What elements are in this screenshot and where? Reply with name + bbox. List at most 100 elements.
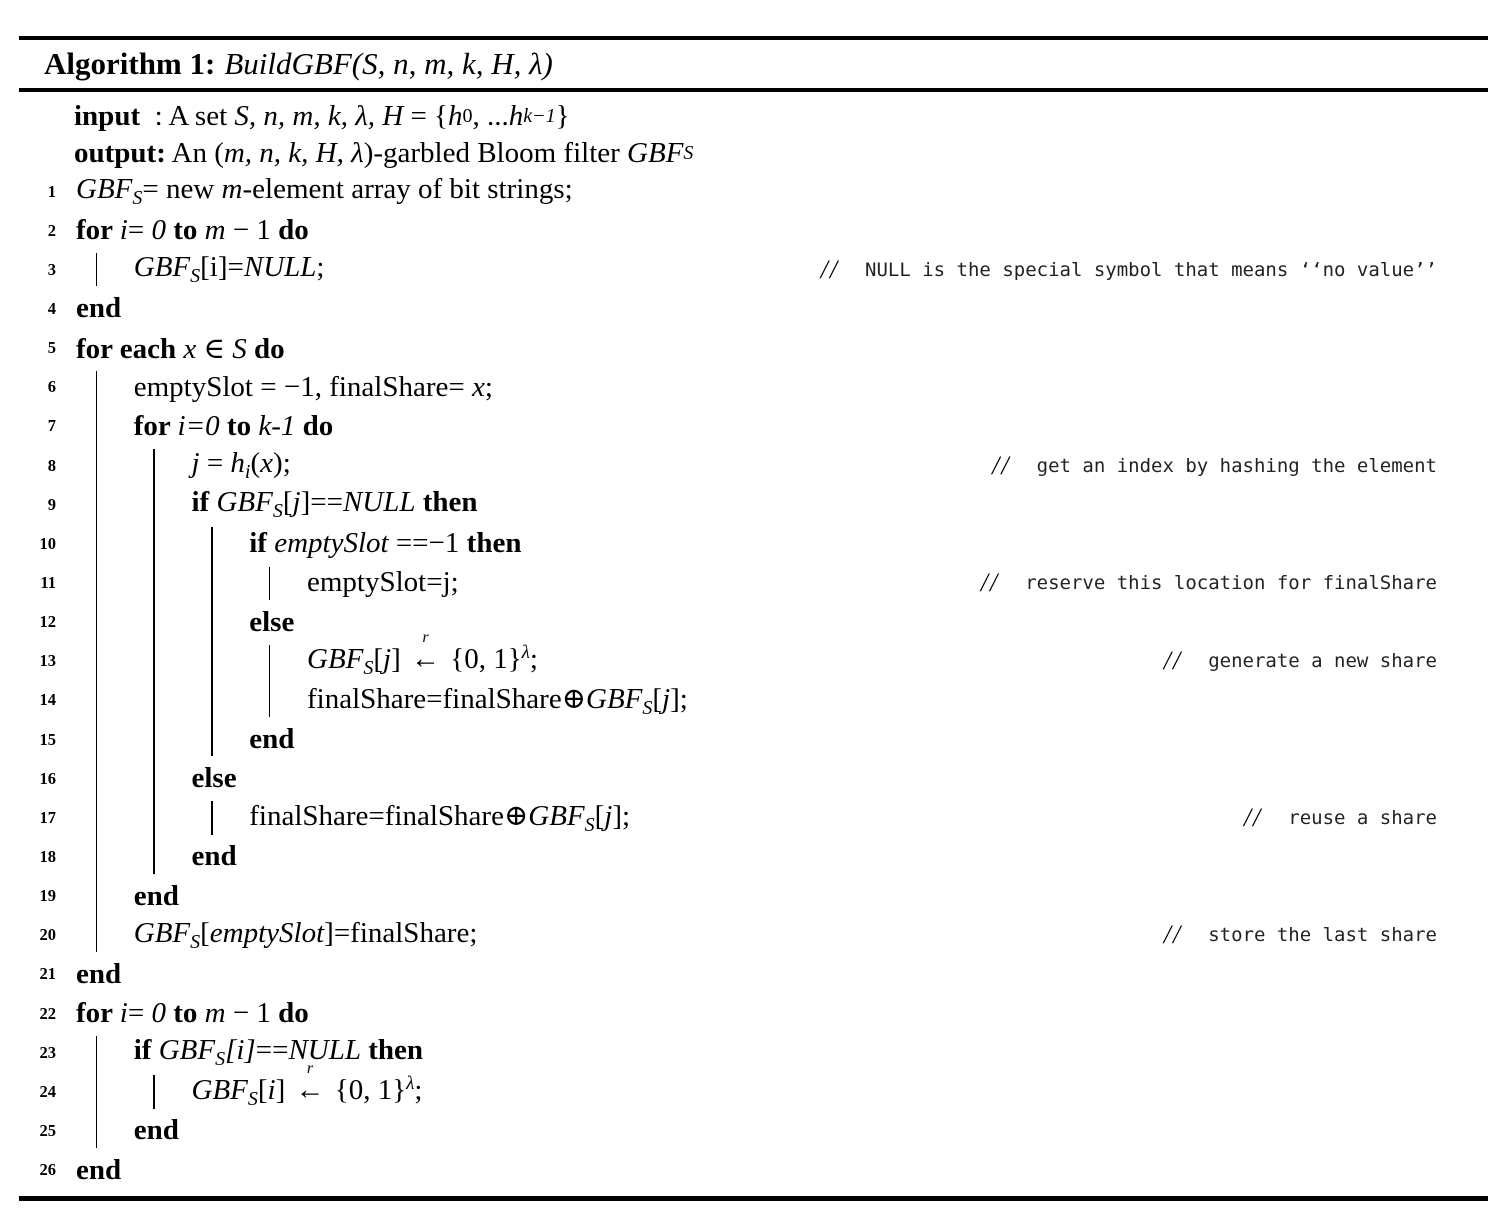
- line-number: 18: [39, 846, 57, 866]
- algorithm-line-5: 5 for each x ∈ S do: [0, 329, 1504, 368]
- inline-comment: //NULL is the special symbol that means …: [821, 250, 1437, 289]
- inline-comment: //reuse a share: [1244, 798, 1437, 837]
- line-number: 5: [47, 338, 56, 358]
- comment-slashes: //: [1243, 802, 1263, 832]
- line-number: 24: [39, 1081, 57, 1101]
- algorithm-line-14: 14 finalShare=finalShare⊕GBFS[j];: [0, 681, 1504, 720]
- algorithm-caption: Algorithm 1: BuildGBF(S, n, m, k, H, λ): [44, 44, 553, 84]
- line-number: 6: [47, 377, 56, 397]
- algorithm-line-26: 26 end: [0, 1151, 1504, 1190]
- line-number: 14: [39, 690, 57, 710]
- algorithm-line-24: 24 GBFS[i] r← {0, 1}λ;: [0, 1059, 1504, 1111]
- line-number: 11: [40, 572, 56, 592]
- algorithm-line-25: 25 end: [0, 1111, 1504, 1150]
- line-content: if GBFS[j]==NULL then: [191, 486, 478, 523]
- algorithm-line-11: 11 emptySlot=j; // reserve this location fo…: [0, 563, 1504, 602]
- header-rule: [19, 88, 1488, 92]
- line-content: else: [249, 605, 295, 638]
- indent-guide: [211, 801, 213, 835]
- algorithm-line-16: 16 else: [0, 759, 1504, 798]
- indent-guide: [153, 449, 155, 874]
- line-content: finalShare=finalShare⊕GBFS[j];: [307, 682, 688, 719]
- comment-text: store the last share: [1208, 924, 1437, 947]
- indent-guide: [211, 527, 213, 757]
- line-content: end: [249, 723, 295, 756]
- line-number: 22: [39, 1003, 57, 1023]
- indent-guide: [153, 1075, 155, 1109]
- line-content: end: [191, 840, 237, 873]
- indent-guide: [95, 1036, 98, 1148]
- line-number: 26: [39, 1160, 57, 1180]
- line-number: 23: [39, 1042, 57, 1062]
- line-number: 25: [39, 1120, 57, 1140]
- indent-guide: [268, 566, 271, 600]
- line-content: end: [133, 879, 179, 912]
- algorithm-line-23: 23 if GBFS[i]==NULL then: [0, 1033, 1504, 1072]
- line-number: 16: [39, 768, 57, 788]
- line-number: 1: [47, 181, 56, 201]
- indent-guide: [268, 644, 271, 718]
- line-content: GBFS= new m-element array of bit strings…: [76, 173, 573, 210]
- comment-text: get an index by hashing the element: [1036, 454, 1437, 477]
- line-content: else: [191, 762, 237, 795]
- algorithm-caption-signature: BuildGBF(S, n, m, k, H, λ): [224, 46, 553, 81]
- algorithm-line-9: 9 if GBFS[j]==NULL then: [0, 485, 1504, 524]
- line-number: 3: [47, 259, 56, 279]
- line-number: 7: [47, 416, 56, 436]
- line-content: for i= 0 to m − 1 do: [76, 997, 309, 1030]
- random-sample-arrow-icon: r←: [411, 629, 441, 676]
- line-content: if GBFS[i]==NULL then: [133, 1034, 424, 1071]
- algorithm-line-10: 10 if emptySlot ==−1 then: [0, 524, 1504, 563]
- top-rule: [19, 36, 1488, 40]
- comment-text: NULL is the special symbol that means ‘‘…: [865, 258, 1437, 281]
- inline-comment: // reserve this location for finalShare: [981, 563, 1437, 602]
- comment-text: reserve this location for finalShare: [1025, 571, 1437, 594]
- line-number: 9: [47, 494, 56, 514]
- indent-guide: [95, 253, 98, 287]
- algorithm-line-1: 1 GBFS= new m-element array of bit string…: [0, 172, 1504, 211]
- line-content: emptySlot = −1, finalShare= x;: [133, 370, 493, 403]
- algorithm-line-3: 3 GBFS[i]=NULL; //NULL is the special symb…: [0, 250, 1504, 289]
- algorithm-line-12: 12 else: [0, 603, 1504, 642]
- random-sample-arrow-icon: r←: [295, 1059, 325, 1106]
- line-number: 20: [39, 925, 57, 945]
- line-content: end: [76, 1153, 122, 1186]
- algorithm-line-21: 21 end: [0, 955, 1504, 994]
- line-content: for i=0 to k-1 do: [133, 409, 334, 442]
- bottom-rule: [19, 1196, 1488, 1201]
- algorithm-caption-label: Algorithm 1:: [44, 46, 216, 81]
- line-number: 13: [39, 651, 57, 671]
- algorithm-lines: 1 GBFS= new m-element array of bit string…: [0, 172, 1504, 1190]
- inline-comment: //get an index by hashing the element: [992, 446, 1437, 485]
- line-number: 2: [47, 220, 56, 240]
- inline-comment: //generate a new share: [1164, 642, 1437, 681]
- line-number: 4: [47, 298, 56, 318]
- line-content: end: [76, 292, 122, 325]
- line-content: if emptySlot ==−1 then: [249, 527, 522, 560]
- line-number: 15: [39, 729, 57, 749]
- line-content: GBFS[i] r← {0, 1}λ;: [191, 1059, 423, 1110]
- line-number: 10: [39, 533, 57, 553]
- line-number: 12: [39, 612, 57, 632]
- line-content: end: [76, 957, 122, 990]
- algorithm-line-22: 22 for i= 0 to m − 1 do: [0, 994, 1504, 1033]
- line-content: emptySlot=j;: [307, 566, 459, 599]
- line-content: GBFS[i]=NULL;: [133, 251, 325, 288]
- line-content: end: [133, 1114, 179, 1147]
- line-number: 8: [47, 455, 56, 475]
- line-content: for each x ∈ S do: [76, 332, 285, 365]
- comment-slashes: //: [1163, 646, 1183, 676]
- comment-slashes: //: [980, 567, 1000, 597]
- algorithm-line-6: 6 emptySlot = −1, finalShare= x;: [0, 368, 1504, 407]
- inline-comment: //store the last share: [1164, 916, 1437, 955]
- line-number: 21: [39, 964, 57, 984]
- algorithm-output-line: output: An (m, n, k, H, λ)-garbled Bloom…: [74, 137, 694, 169]
